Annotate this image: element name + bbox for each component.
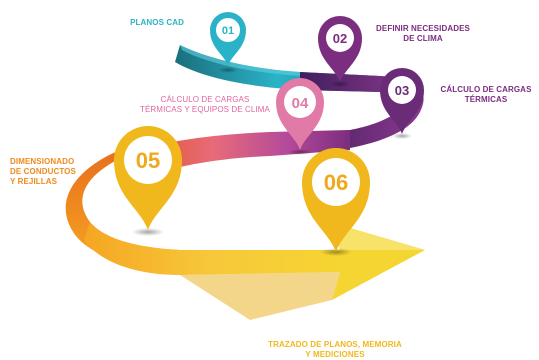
pin-06: 06	[302, 148, 370, 252]
step-label-04-line: TÉRMICAS Y EQUIPOS DE CLIMA	[140, 105, 270, 114]
road-arrow-head-shade	[330, 222, 425, 250]
pin-02: 02	[318, 16, 362, 82]
pin-01: 01	[210, 12, 246, 66]
pin-06-number: 06	[324, 170, 348, 195]
step-label-01: PLANOS CAD	[104, 18, 184, 28]
step-label-06-line: Y MEDICIONES	[305, 350, 365, 359]
step-label-05-line: DE CONDUCTOS	[10, 167, 76, 176]
pin-03: 03	[380, 68, 424, 134]
step-label-03-line: CÁLCULO DE CARGAS	[440, 85, 532, 94]
pin-03-number: 03	[395, 83, 409, 98]
step-label-05-line: DIMENSIONADO	[10, 157, 75, 166]
pin-shadow	[330, 81, 350, 87]
step-label-06: TRAZADO DE PLANOS, MEMORIA Y MEDICIONES	[250, 340, 420, 360]
step-label-02-line: DEFINIR NECESIDADES	[376, 24, 470, 33]
pin-02-number: 02	[333, 31, 347, 46]
step-label-06-line: TRAZADO DE PLANOS, MEMORIA	[268, 340, 402, 349]
road-arrow-bottom-edge	[180, 272, 340, 320]
step-label-04-line: CÁLCULO DE CARGAS	[160, 95, 250, 104]
pin-shadow	[392, 133, 412, 139]
step-label-04: CÁLCULO DE CARGAS TÉRMICAS Y EQUIPOS DE …	[140, 95, 270, 115]
step-label-01-line: PLANOS CAD	[130, 18, 184, 27]
road-segment-yellow	[84, 222, 340, 275]
pin-05-number: 05	[136, 148, 160, 173]
pin-04: 04	[276, 78, 324, 150]
pin-shadow	[288, 149, 312, 155]
step-label-03: CÁLCULO DE CARGAS TÉRMICAS	[434, 85, 538, 105]
step-label-05: DIMENSIONADO DE CONDUCTOS Y REJILLAS	[10, 157, 110, 187]
step-label-02-line: DE CLIMA	[403, 34, 443, 43]
pin-01-number: 01	[222, 25, 234, 37]
pin-04-number: 04	[292, 95, 309, 112]
pin-05: 05	[114, 126, 182, 230]
pin-shadow	[218, 67, 238, 73]
step-label-05-line: Y REJILLAS	[10, 177, 58, 186]
step-label-03-line: TÉRMICAS	[464, 95, 508, 104]
step-label-02: DEFINIR NECESIDADES DE CLIMA	[368, 24, 478, 44]
pin-shadow	[132, 228, 164, 236]
